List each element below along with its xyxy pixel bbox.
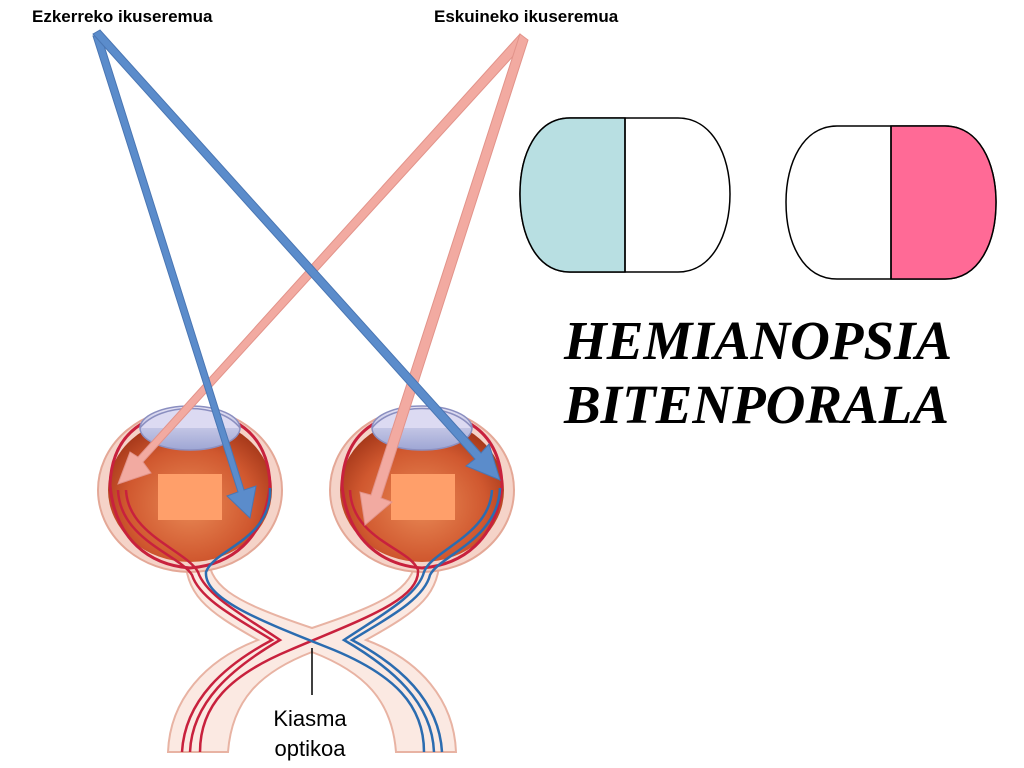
red-nerve-fibers (116, 489, 420, 753)
blue-arrow-to-right-eye (92, 29, 501, 481)
title-line1: HEMIANOPSIA (564, 310, 953, 371)
right-visual-field-label: Eskuineko ikuseremua (434, 7, 619, 26)
pink-arrow-to-right-eye (359, 33, 529, 526)
title-line2: BITENPORALA (564, 374, 950, 435)
left-eye-visual-field (519, 117, 731, 273)
right-eye-visual-field (785, 125, 997, 280)
blue-arrows (92, 29, 501, 519)
left-visual-field-label: Ezkerreko ikuseremua (32, 7, 213, 26)
pink-arrows (117, 33, 529, 526)
right-eye (329, 405, 515, 573)
chiasm-label-line1: Kiasma (273, 706, 347, 731)
pink-arrow-to-left-eye (117, 33, 527, 485)
right-lesion-patch (391, 474, 455, 520)
blue-nerve-fibers (204, 487, 502, 753)
blue-arrow-to-left-eye (92, 35, 257, 519)
chiasm-label-line2: optikoa (274, 736, 346, 761)
left-lesion-patch (158, 474, 222, 520)
